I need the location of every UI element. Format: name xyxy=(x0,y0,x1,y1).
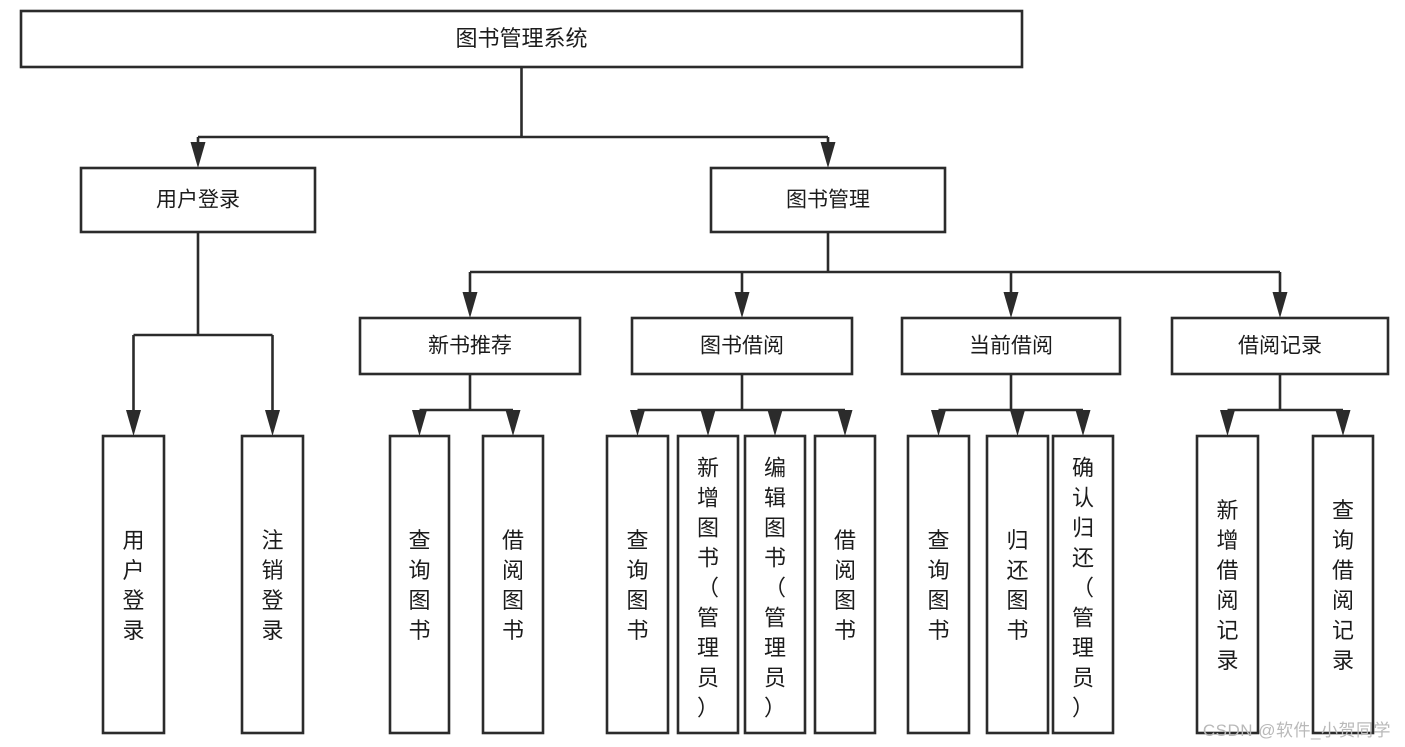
node-label-book-manage: 图书管理 xyxy=(786,189,870,212)
node-leaf-query-borrow-record[interactable]: 查询借阅记录 xyxy=(1311,434,1375,735)
node-box-leaf-add-book xyxy=(676,434,740,735)
node-label-leaf-add-book: 新增图书（管理员） xyxy=(697,455,719,720)
node-label-leaf-logout: 注销登录 xyxy=(261,528,283,643)
node-new-book-recommend[interactable]: 新书推荐 xyxy=(358,316,582,376)
edge-book-borrow-leaf-edit-book-arrowhead xyxy=(767,410,783,436)
node-book-borrow[interactable]: 图书借阅 xyxy=(630,316,854,376)
node-box-leaf-query-book-1 xyxy=(388,434,451,735)
node-leaf-borrow-book-2[interactable]: 借阅图书 xyxy=(813,434,877,735)
node-label-leaf-return-book: 归还图书 xyxy=(1006,528,1028,643)
node-leaf-return-book[interactable]: 归还图书 xyxy=(985,434,1050,735)
node-label-leaf-borrow-book-2: 借阅图书 xyxy=(834,528,856,643)
node-box-leaf-borrow-book-1 xyxy=(481,434,545,735)
node-label-leaf-confirm-return: 确认归还（管理员） xyxy=(1072,455,1094,720)
node-borrow-record[interactable]: 借阅记录 xyxy=(1170,316,1390,376)
node-box-leaf-confirm-return xyxy=(1051,434,1115,735)
connector-layer xyxy=(126,67,1351,436)
node-box-leaf-logout xyxy=(240,434,305,735)
node-box-borrow-record xyxy=(1170,316,1390,376)
node-book-manage[interactable]: 图书管理 xyxy=(709,166,947,234)
edge-book-borrow-leaf-query-book-2-arrowhead xyxy=(630,410,645,436)
edge-borrow-record-leaf-query-borrow-record-arrowhead xyxy=(1335,410,1351,436)
node-label-borrow-record: 借阅记录 xyxy=(1238,335,1322,358)
node-label-root: 图书管理系统 xyxy=(455,26,587,51)
node-box-leaf-query-borrow-record xyxy=(1311,434,1375,735)
edge-bm-borrow-record-arrowhead xyxy=(1272,292,1288,318)
node-root[interactable]: 图书管理系统 xyxy=(19,9,1024,69)
node-box-root xyxy=(19,9,1024,69)
node-label-leaf-borrow-book-1: 借阅图书 xyxy=(502,528,524,643)
edge-current-borrow-leaf-confirm-return-arrowhead xyxy=(1075,410,1091,436)
edge-root-book-manage-arrowhead xyxy=(820,142,836,168)
node-label-current-borrow: 当前借阅 xyxy=(969,335,1053,358)
node-leaf-add-borrow-record[interactable]: 新增借阅记录 xyxy=(1195,434,1260,735)
node-leaf-add-book[interactable]: 新增图书（管理员） xyxy=(676,434,740,735)
edge-ul-leaf-user-login-arrowhead xyxy=(126,410,141,436)
node-box-new-book-recommend xyxy=(358,316,582,376)
node-label-user-login: 用户登录 xyxy=(156,189,240,212)
node-leaf-logout[interactable]: 注销登录 xyxy=(240,434,305,735)
node-label-leaf-query-book-1: 查询图书 xyxy=(408,528,430,643)
edge-current-borrow-leaf-query-book-3-arrowhead xyxy=(931,410,946,436)
node-box-current-borrow xyxy=(900,316,1122,376)
edge-bm-book-borrow-arrowhead xyxy=(734,292,750,318)
node-box-user-login xyxy=(79,166,317,234)
edge-bm-new-book-recommend-arrowhead xyxy=(462,292,478,318)
node-box-book-manage xyxy=(709,166,947,234)
node-label-leaf-add-borrow-record: 新增借阅记录 xyxy=(1216,498,1238,673)
node-leaf-user-login[interactable]: 用户登录 xyxy=(101,434,166,735)
node-label-book-borrow: 图书借阅 xyxy=(700,335,784,358)
node-label-leaf-query-borrow-record: 查询借阅记录 xyxy=(1332,498,1354,673)
edge-book-borrow-leaf-borrow-book-2-arrowhead xyxy=(837,410,853,436)
node-box-leaf-query-book-3 xyxy=(906,434,971,735)
node-leaf-confirm-return[interactable]: 确认归还（管理员） xyxy=(1051,434,1115,735)
node-user-login[interactable]: 用户登录 xyxy=(79,166,317,234)
node-label-leaf-query-book-3: 查询图书 xyxy=(927,528,949,643)
node-leaf-edit-book[interactable]: 编辑图书（管理员） xyxy=(743,434,807,735)
node-label-new-book-recommend: 新书推荐 xyxy=(428,335,512,358)
node-label-leaf-query-book-2: 查询图书 xyxy=(626,528,648,643)
node-box-leaf-return-book xyxy=(985,434,1050,735)
edge-ul-leaf-logout-arrowhead xyxy=(265,410,280,436)
node-box-leaf-edit-book xyxy=(743,434,807,735)
edge-book-borrow-leaf-add-book-arrowhead xyxy=(700,410,716,436)
edge-bm-current-borrow-arrowhead xyxy=(1003,292,1019,318)
node-label-leaf-user-login: 用户登录 xyxy=(122,528,144,643)
node-box-leaf-add-borrow-record xyxy=(1195,434,1260,735)
edge-new-book-recommend-leaf-borrow-book-1-arrowhead xyxy=(505,410,521,436)
node-leaf-query-book-1[interactable]: 查询图书 xyxy=(388,434,451,735)
node-leaf-query-book-3[interactable]: 查询图书 xyxy=(906,434,971,735)
node-box-book-borrow xyxy=(630,316,854,376)
edge-current-borrow-leaf-return-book-arrowhead xyxy=(1010,410,1025,436)
edge-new-book-recommend-leaf-query-book-1-arrowhead xyxy=(412,410,427,436)
node-box-leaf-borrow-book-2 xyxy=(813,434,877,735)
edge-borrow-record-leaf-add-borrow-record-arrowhead xyxy=(1220,410,1235,436)
node-current-borrow[interactable]: 当前借阅 xyxy=(900,316,1122,376)
edge-root-user-login-arrowhead xyxy=(190,142,206,168)
node-leaf-query-book-2[interactable]: 查询图书 xyxy=(605,434,670,735)
node-box-leaf-query-book-2 xyxy=(605,434,670,735)
node-layer: 图书管理系统用户登录用户登录注销登录图书管理新书推荐查询图书借阅图书图书借阅查询… xyxy=(19,9,1390,735)
node-label-leaf-edit-book: 编辑图书（管理员） xyxy=(764,455,786,720)
node-box-leaf-user-login xyxy=(101,434,166,735)
node-leaf-borrow-book-1[interactable]: 借阅图书 xyxy=(481,434,545,735)
